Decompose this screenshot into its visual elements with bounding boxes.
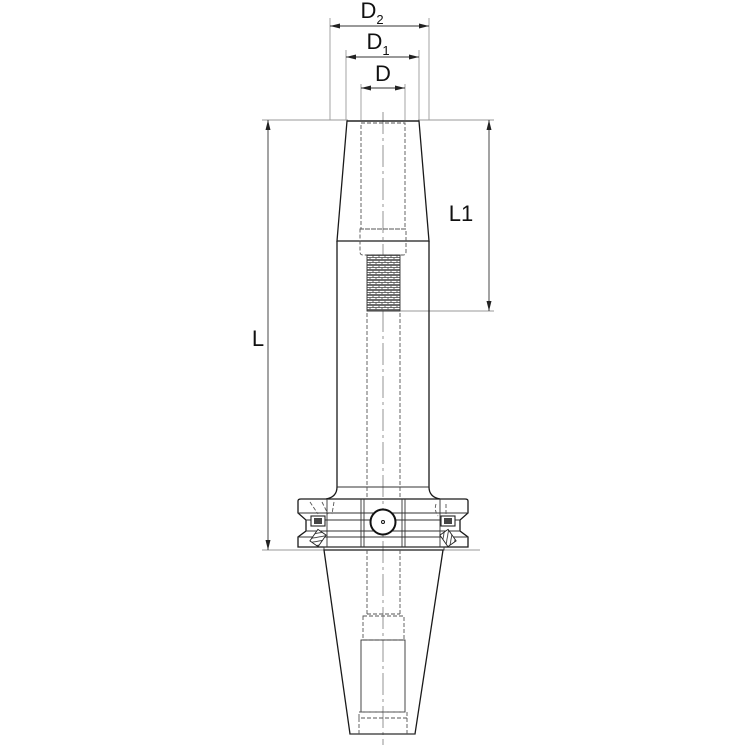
- dimension-l: L: [252, 119, 480, 551]
- dimension-d2: D2: [329, 0, 430, 120]
- bore-cavity: [359, 122, 407, 256]
- taper-cone: [323, 549, 444, 735]
- d-label: D: [375, 61, 391, 86]
- d1-label: D1: [366, 29, 389, 58]
- drive-slot: [369, 508, 397, 536]
- l1-label: L1: [449, 201, 473, 226]
- pull-stud-bore: [358, 550, 408, 734]
- dimension-l1: L1: [400, 119, 494, 312]
- retention-ring-left: [309, 515, 327, 548]
- l-label: L: [252, 326, 264, 351]
- shank-body: [325, 241, 441, 500]
- retention-ring-right: [439, 515, 457, 548]
- dimension-d1: D1: [345, 29, 420, 120]
- dimension-d: D: [360, 61, 406, 120]
- knurled-clamp-section: [366, 254, 401, 312]
- d2-label: D2: [360, 0, 383, 27]
